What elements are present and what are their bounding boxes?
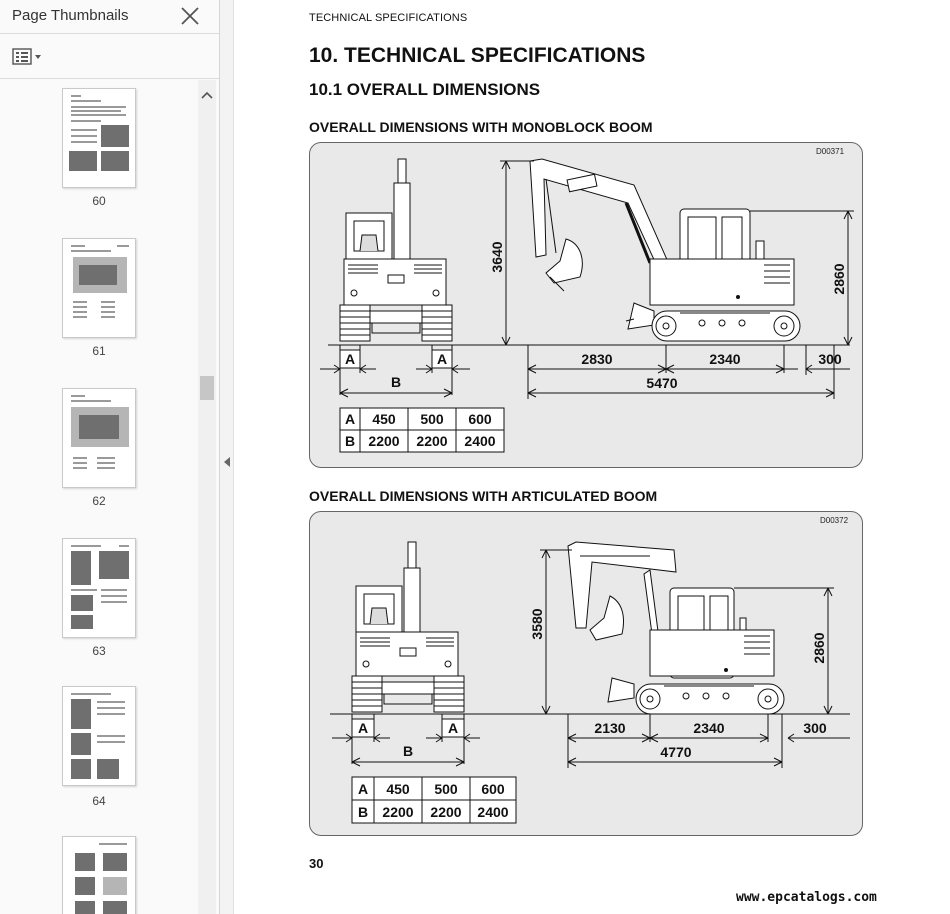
table-cell: 2400 [477, 804, 508, 820]
scroll-up-button[interactable] [198, 88, 216, 102]
figure-title-monoblock: OVERALL DIMENSIONS WITH MONOBLOCK BOOM [309, 119, 653, 135]
panel-header: Page Thumbnails [0, 0, 219, 34]
dim-label-b: B [391, 374, 401, 390]
dim-label-a-right: A [448, 720, 458, 736]
chevron-down-icon [35, 55, 41, 59]
thumbnail-page-65[interactable] [62, 836, 136, 914]
thumbnails-panel: Page Thumbnails [0, 0, 220, 914]
thumbnail-page-64[interactable] [62, 686, 136, 786]
dim-rear-overhang: 300 [803, 720, 827, 736]
table-cell: 600 [481, 781, 505, 797]
dim-front-length: 2130 [594, 720, 625, 736]
dimension-lines [320, 160, 854, 399]
table-cell: 2200 [382, 804, 413, 820]
dim-label-a-right: A [437, 351, 447, 367]
side-view-excavator [567, 541, 785, 715]
dim-height-boom: 3580 [529, 608, 545, 639]
table-cell: 600 [468, 411, 492, 427]
scrollbar-thumb[interactable] [200, 376, 214, 400]
dim-height-cab: 2860 [811, 632, 827, 663]
collapse-panel-button[interactable] [222, 455, 232, 469]
track-width-table: A 450 500 600 B 2200 2200 2400 [351, 776, 517, 824]
page-number: 30 [309, 856, 324, 871]
thumbnail-scrollbar[interactable] [198, 80, 216, 914]
thumbnail-page-61[interactable] [62, 238, 136, 338]
dim-track-length: 2340 [709, 351, 740, 367]
thumbnail-list[interactable]: 60 61 [0, 80, 198, 914]
dim-total-length: 5470 [646, 375, 677, 391]
dim-front-length: 2830 [581, 351, 612, 367]
thumbnail-page-63[interactable] [62, 538, 136, 638]
thumbnail-label: 61 [92, 344, 106, 358]
thumbnail-page-60[interactable] [62, 88, 136, 188]
figure-articulated-boom: D00372 [309, 511, 863, 836]
list-options-icon [12, 48, 41, 65]
figure-code: D00372 [820, 516, 849, 525]
table-cell: 2200 [368, 433, 399, 449]
track-width-table: A 450 500 600 B 2200 2200 2400 [339, 407, 505, 453]
section-title: 10. TECHNICAL SPECIFICATIONS [309, 44, 646, 67]
figure-title-articulated: OVERALL DIMENSIONS WITH ARTICULATED BOOM [309, 488, 658, 504]
caret-left-icon [224, 457, 230, 467]
excavator-dimension-drawing: 3580 2860 A A B 2130 2340 300 4770 A 450… [330, 541, 850, 824]
table-cell: B [358, 804, 368, 820]
dim-label-a-left: A [358, 720, 368, 736]
panel-title: Page Thumbnails [12, 7, 129, 24]
panel-splitter[interactable] [220, 0, 234, 914]
table-cell: 500 [420, 411, 444, 427]
dim-height-cab: 2860 [831, 263, 847, 294]
chevron-up-icon [201, 91, 213, 99]
front-view-excavator [351, 541, 465, 713]
table-cell: 2200 [430, 804, 461, 820]
document-page: TECHNICAL SPECIFICATIONS 10. TECHNICAL S… [234, 0, 950, 914]
thumbnail-label: 60 [92, 194, 106, 208]
thumbnail-options-button[interactable] [12, 47, 46, 67]
panel-toolbar [0, 35, 219, 79]
table-cell: A [345, 411, 355, 427]
dim-rear-overhang: 300 [818, 351, 842, 367]
dim-track-length: 2340 [693, 720, 724, 736]
table-cell: 2400 [464, 433, 495, 449]
subsection-title: 10.1 OVERALL DIMENSIONS [309, 80, 541, 99]
side-view-excavator [529, 158, 801, 342]
dim-height-boom: 3640 [489, 241, 505, 272]
table-cell: 2200 [416, 433, 447, 449]
table-cell: 450 [372, 411, 396, 427]
close-panel-button[interactable] [178, 4, 202, 28]
table-cell: 450 [386, 781, 410, 797]
front-view-excavator [339, 158, 453, 342]
close-icon [181, 7, 199, 25]
watermark: www.epcatalogs.com [736, 890, 877, 905]
thumbnail-label: 63 [92, 644, 106, 658]
excavator-dimension-drawing: 3640 2860 A A B 2830 2340 300 5470 A 450… [320, 158, 854, 453]
thumbnail-page-62[interactable] [62, 388, 136, 488]
dim-label-b: B [403, 743, 413, 759]
table-cell: 500 [434, 781, 458, 797]
dim-label-a-left: A [345, 351, 355, 367]
thumbnail-label: 62 [92, 494, 106, 508]
table-cell: B [345, 433, 355, 449]
table-cell: A [358, 781, 368, 797]
thumbnail-label: 64 [92, 794, 106, 808]
running-head: TECHNICAL SPECIFICATIONS [309, 12, 468, 24]
dim-total-length: 4770 [660, 744, 691, 760]
figure-monoblock-boom: D00371 [309, 142, 863, 468]
figure-code: D00371 [816, 147, 845, 156]
